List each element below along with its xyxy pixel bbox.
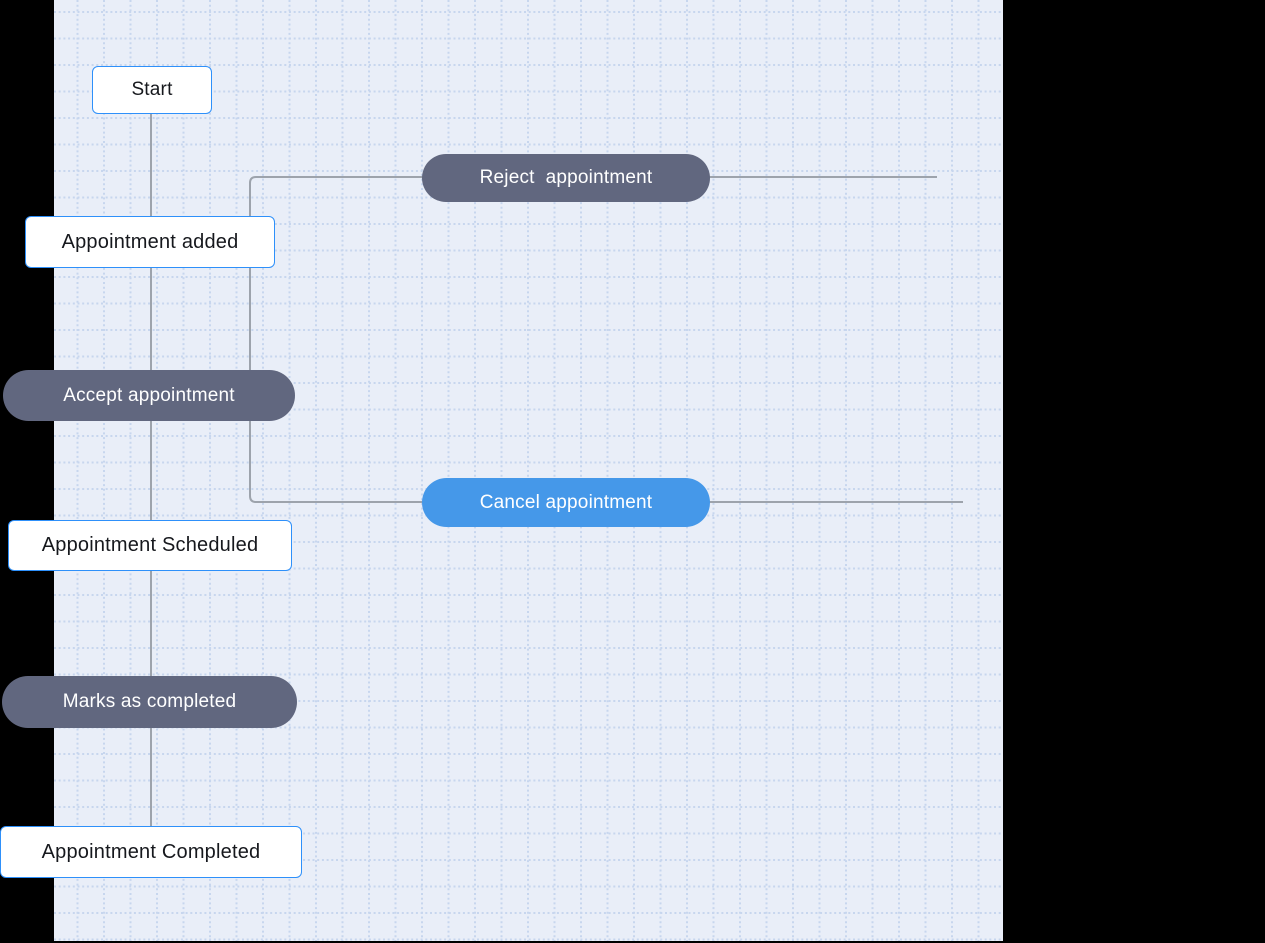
transition-marks-as-completed[interactable]: Marks as completed (2, 676, 297, 728)
node-appointment-added[interactable]: Appointment added (25, 216, 275, 268)
transition-accept-appointment[interactable]: Accept appointment (3, 370, 295, 421)
grid-pattern (54, 0, 1003, 941)
node-appointment-scheduled[interactable]: Appointment Scheduled (8, 520, 292, 571)
node-appointment-completed[interactable]: Appointment Completed (0, 826, 302, 878)
transition-cancel-appointment[interactable]: Cancel appointment (422, 478, 710, 527)
node-start[interactable]: Start (92, 66, 212, 114)
transition-reject-appointment[interactable]: Reject appointment (422, 154, 710, 202)
diagram-canvas[interactable] (54, 0, 1003, 941)
